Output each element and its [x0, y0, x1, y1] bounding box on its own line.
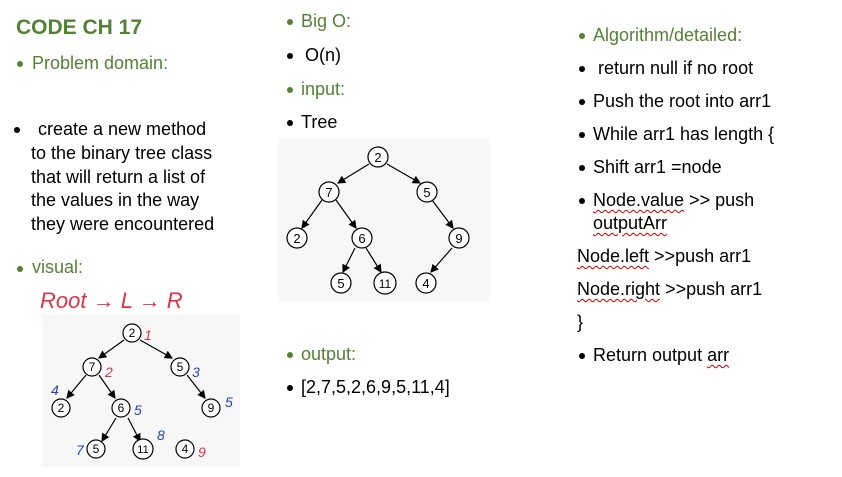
algorithm-line-left: Node.left >>push arr1 — [577, 245, 751, 268]
arr-token: arr — [707, 345, 730, 365]
node-right-token: Node.right — [577, 279, 661, 299]
algorithm-line-right: Node.right >>push arr1 — [577, 278, 762, 301]
order-mark: 2 — [104, 364, 113, 380]
close-brace: } — [577, 312, 584, 332]
problem-line-5: they were encountered — [31, 214, 215, 234]
algorithm-step-2: Push the root into arr1 — [593, 91, 772, 111]
tree-node: 6 — [118, 401, 125, 415]
algorithm-step-5-cont: outputArr — [593, 212, 667, 235]
tree-node: 7 — [89, 360, 96, 374]
order-mark: 1 — [144, 327, 152, 343]
problem-line-3: that will return a list of — [31, 167, 206, 187]
tree-node: 4 — [182, 442, 189, 456]
order-mark: 3 — [192, 364, 200, 380]
handwritten-note-text: Root → L → R — [40, 288, 183, 313]
output-value: [2,7,5,2,6,9,5,11,4] — [301, 377, 450, 397]
tree-node: 2 — [293, 231, 300, 246]
output-arr-token: outputArr — [593, 213, 668, 233]
handwritten-note: Root → L → R — [40, 288, 183, 313]
tree-node: 2 — [374, 150, 381, 165]
bigo-heading: Big O: — [301, 11, 352, 31]
bigo-value: O(n) — [305, 45, 341, 65]
bullet — [287, 120, 293, 126]
bullet — [579, 353, 585, 359]
push-left-text: >>push arr1 — [649, 246, 752, 266]
bullet — [287, 385, 293, 391]
tree-node: 5 — [93, 442, 100, 456]
bullet — [287, 53, 293, 59]
algorithm-step-5: Node.value >> push — [593, 189, 754, 212]
tree-node: 2 — [129, 326, 136, 340]
problem-line-1: create a new method — [38, 119, 207, 139]
algorithm-heading: Algorithm/detailed: — [593, 25, 743, 45]
annotated-tree: 2 7 5 2 6 9 5 11 4 1 2 3 4 5 5 7 8 9 — [51, 323, 233, 460]
tree-node: 7 — [325, 185, 332, 200]
tree-node: 4 — [422, 276, 429, 291]
algorithm-step-4: Shift arr1 =node — [593, 157, 722, 177]
input-heading: input: — [301, 79, 346, 99]
bullet — [14, 127, 20, 133]
tree-node: 2 — [58, 401, 65, 415]
bullet — [287, 87, 293, 93]
order-mark: 9 — [198, 444, 206, 460]
bullet — [17, 61, 23, 67]
bullet — [579, 132, 585, 138]
input-tree: 2 7 5 2 6 9 5 11 4 — [286, 146, 470, 295]
node-value-token: Node.value — [593, 190, 685, 210]
bullet — [287, 19, 293, 25]
order-mark: 7 — [76, 442, 85, 458]
bullet — [17, 266, 23, 272]
bullet — [287, 352, 293, 358]
bullet — [579, 33, 585, 39]
tree-node: 5 — [177, 360, 184, 374]
algorithm-step-1: return null if no root — [598, 58, 754, 78]
tree-node: 11 — [137, 444, 148, 456]
tree-node: 9 — [208, 401, 215, 415]
input-value: Tree — [301, 112, 338, 132]
push-right-text: >>push arr1 — [660, 279, 763, 299]
bullet — [579, 165, 585, 171]
tree-node: 6 — [358, 231, 365, 246]
return-text: Return output — [593, 345, 708, 365]
problem-domain-heading: Problem domain: — [32, 53, 169, 73]
bullet — [579, 198, 585, 204]
node-left-token: Node.left — [577, 246, 650, 266]
output-heading: output: — [301, 344, 357, 364]
algorithm-step-3: While arr1 has length { — [593, 124, 775, 144]
bullet — [579, 66, 585, 72]
tree-node: 5 — [337, 276, 344, 291]
algorithm-return: Return output arr — [593, 344, 729, 367]
order-mark: 5 — [225, 394, 233, 410]
visual-heading: visual: — [32, 257, 84, 277]
tree-node: 5 — [423, 185, 430, 200]
bullet — [579, 99, 585, 105]
tree-node: 9 — [455, 231, 462, 246]
order-mark: 5 — [134, 402, 142, 418]
problem-line-4: the values in the way — [31, 190, 200, 210]
order-mark: 4 — [51, 382, 59, 398]
order-mark: 8 — [157, 427, 165, 443]
push-text: >> push — [684, 190, 755, 210]
tree-node: 11 — [379, 277, 392, 291]
problem-line-2: to the binary tree class — [31, 143, 213, 163]
slide-title: CODE CH 17 — [16, 16, 143, 39]
